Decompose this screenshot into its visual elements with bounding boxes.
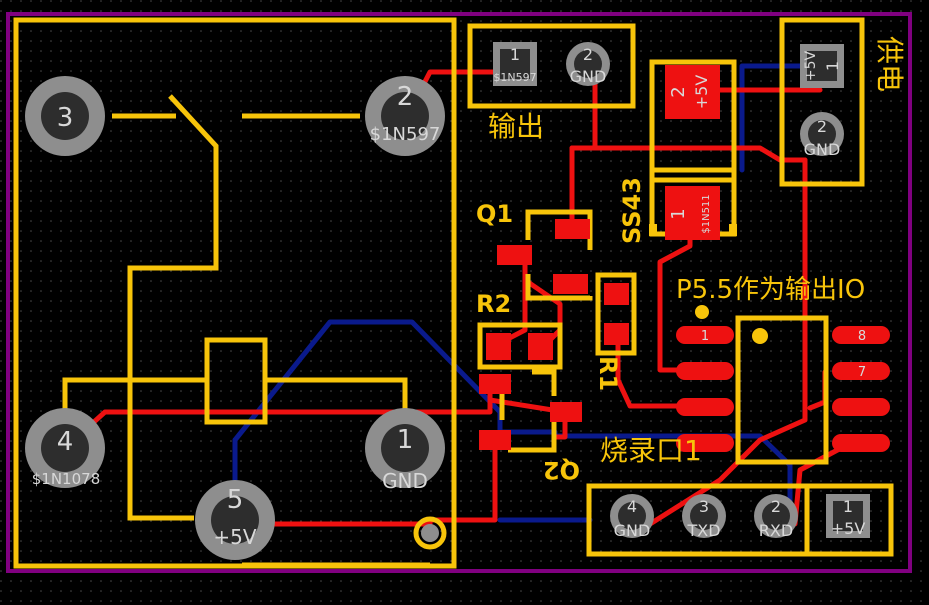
transistor-q1 <box>497 209 593 301</box>
svg-text:$1N597: $1N597 <box>493 71 536 84</box>
q2-label: Q2 <box>543 456 580 484</box>
diode-label: SS43 <box>618 177 646 244</box>
via <box>413 516 447 550</box>
svg-text:4: 4 <box>627 497 637 516</box>
svg-text:+5V: +5V <box>213 525 256 549</box>
svg-text:$1N597: $1N597 <box>370 124 441 145</box>
svg-text:7: 7 <box>858 365 866 380</box>
resistor-r2 <box>477 322 563 370</box>
svg-text:3: 3 <box>699 497 709 516</box>
relay-pin-1: 1 GND <box>365 408 445 493</box>
svg-text:1: 1 <box>397 425 414 455</box>
output-label: 输出 <box>488 110 544 143</box>
mcu-chip: 1 8 7 <box>676 305 890 465</box>
svg-text:+5V: +5V <box>831 519 866 538</box>
diode-ss43: 2 +5V 1 $1N511 <box>649 59 737 240</box>
q1-label: Q1 <box>476 200 513 228</box>
svg-text:GND: GND <box>570 67 607 86</box>
svg-text:TXD: TXD <box>686 521 720 540</box>
svg-text:3: 3 <box>57 103 74 133</box>
svg-text:+5V: +5V <box>692 75 711 110</box>
relay-outline <box>13 17 457 569</box>
svg-text:2: 2 <box>817 117 827 136</box>
svg-text:4: 4 <box>57 427 74 457</box>
output-connector: 1 $1N597 2 GND <box>467 23 636 109</box>
svg-text:GND: GND <box>614 521 651 540</box>
svg-text:1: 1 <box>510 45 520 64</box>
power-label: 供电 <box>873 36 906 92</box>
svg-text:5: 5 <box>227 485 244 515</box>
relay-pin-5: 5 +5V <box>195 480 275 560</box>
svg-text:2: 2 <box>397 82 414 112</box>
svg-text:2: 2 <box>668 86 689 97</box>
relay-pin-3: 3 <box>25 76 105 156</box>
svg-text:GND: GND <box>382 469 428 493</box>
relay-pin-4: 4 $1N1078 <box>25 408 105 488</box>
programming-port: 4 GND 3 TXD 2 RXD 1 +5V <box>586 483 894 557</box>
board-outline <box>6 12 912 573</box>
svg-text:8: 8 <box>858 329 866 344</box>
svg-text:2: 2 <box>583 45 593 64</box>
svg-text:1: 1 <box>823 61 842 71</box>
relay-pin-2: 2 $1N597 <box>365 76 445 156</box>
r1-label: R1 <box>594 356 622 391</box>
svg-text:1: 1 <box>843 497 853 516</box>
r2-label: R2 <box>476 290 511 318</box>
svg-text:2: 2 <box>771 497 781 516</box>
svg-text:1: 1 <box>701 329 709 344</box>
svg-text:$1N511: $1N511 <box>701 194 712 233</box>
svg-text:1: 1 <box>668 208 689 219</box>
transistor-q2 <box>479 369 582 453</box>
svg-text:$1N1078: $1N1078 <box>32 470 100 488</box>
svg-text:RXD: RXD <box>759 521 793 540</box>
svg-text:+5V: +5V <box>803 50 819 81</box>
svg-text:GND: GND <box>804 140 841 159</box>
resistor-r1 <box>595 272 637 356</box>
programming-port-label: 烧录口1 <box>600 434 702 467</box>
mcu-note: P5.5作为输出IO <box>676 275 865 305</box>
power-connector: +5V 1 2 GND <box>779 17 865 187</box>
